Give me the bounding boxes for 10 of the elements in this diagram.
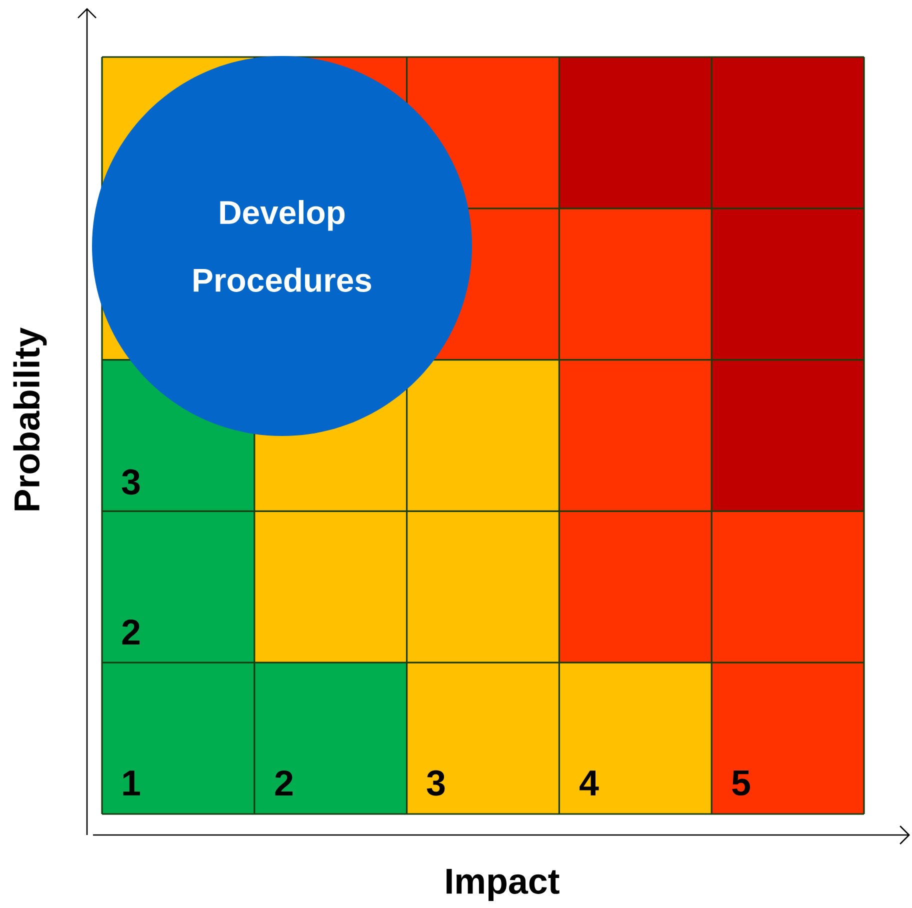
- axis-number: 2: [122, 619, 140, 645]
- axis-number: 3: [122, 469, 140, 495]
- axis-number: 2: [275, 770, 293, 796]
- axis-number: 4: [580, 770, 599, 796]
- axis-number: 5: [732, 770, 750, 796]
- axis-number: 1: [123, 770, 140, 796]
- circle-callout: Develop Procedures: [92, 56, 472, 436]
- axis-title: Impact: [446, 868, 560, 902]
- axis-number: 3: [426, 770, 445, 796]
- axis-title: Probability: [13, 328, 47, 510]
